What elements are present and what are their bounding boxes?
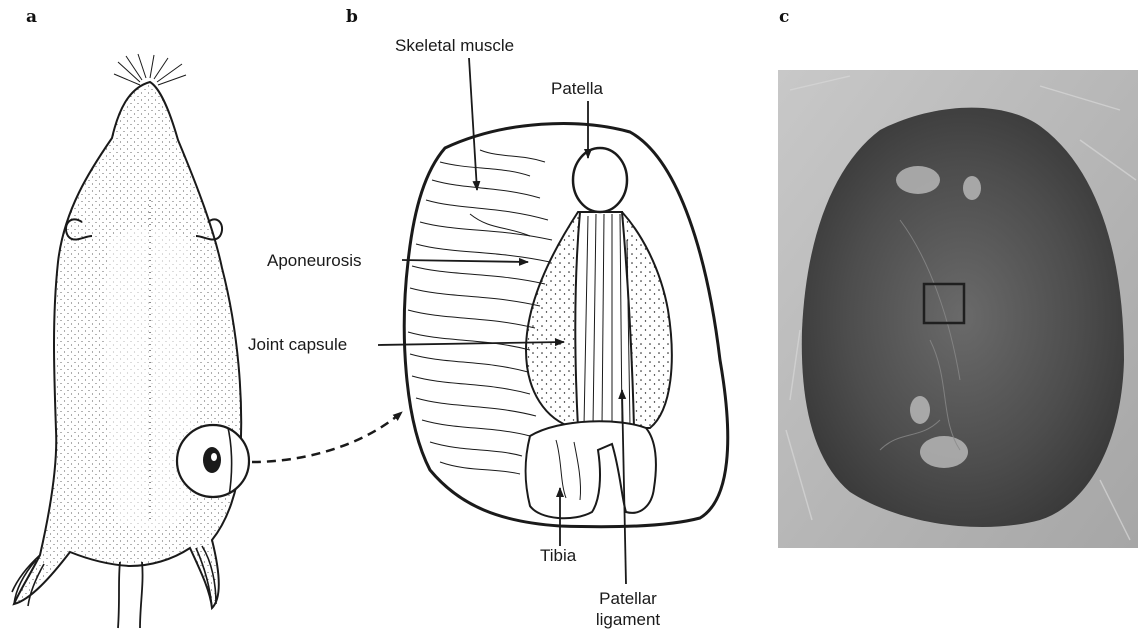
dashed-connector-arrow: [252, 412, 402, 462]
patella-shape: [573, 148, 627, 212]
label-joint-capsule: Joint capsule: [248, 335, 347, 355]
label-patella: Patella: [551, 79, 603, 99]
label-patellar-ligament-line2: ligament: [580, 610, 676, 630]
label-tibia: Tibia: [540, 546, 576, 566]
label-patellar-ligament-line1: Patellar: [588, 589, 668, 609]
tibia-shape: [526, 421, 656, 518]
knee-diagram: [404, 124, 727, 527]
label-aponeurosis: Aponeurosis: [267, 251, 362, 271]
patellar-ligament-band: [575, 212, 634, 428]
knee-photograph: [778, 70, 1138, 548]
label-skeletal-muscle: Skeletal muscle: [395, 36, 514, 56]
mouse-illustration: [12, 54, 241, 628]
